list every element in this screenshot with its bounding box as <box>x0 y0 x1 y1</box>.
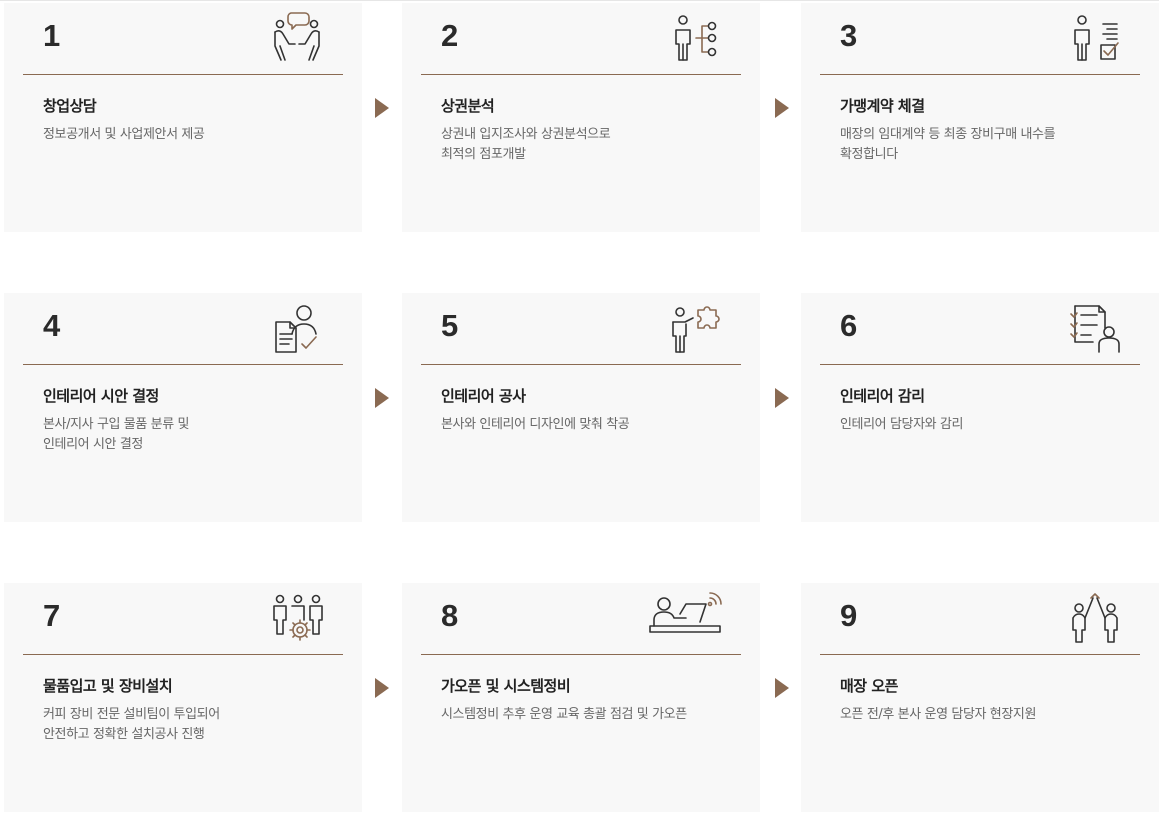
step-number: 3 <box>840 18 858 53</box>
step-card-5: 5 인테리어 공사 본사와 인테리어 디자인에 맞춰 착공 <box>402 293 760 522</box>
step-description: 인테리어 담당자와 감리 <box>840 417 964 432</box>
high-five-icon <box>1067 590 1123 646</box>
next-arrow-icon <box>775 678 789 698</box>
step-card-2: 2 상권분석 상권내 입지조사와 상권분석으로 최적의 점포개발 <box>402 3 760 232</box>
step-title: 물품입고 및 장비설치 <box>43 677 173 695</box>
step-number: 8 <box>441 598 459 633</box>
next-arrow-icon <box>375 388 389 408</box>
step-card-1: 1 창업상담 정보공개서 및 사업제안서 제공 <box>4 3 362 232</box>
step-number: 4 <box>43 308 61 343</box>
analysis-icon <box>668 10 724 66</box>
step-number: 9 <box>840 598 858 633</box>
consultation-icon <box>270 10 326 66</box>
step-number: 5 <box>441 308 459 343</box>
step-divider <box>421 364 741 365</box>
step-number: 2 <box>441 18 459 53</box>
step-card-9: 9 매장 오픈 오픈 전/후 본사 운영 담당자 현장지원 <box>801 583 1159 812</box>
step-title: 인테리어 감리 <box>840 387 925 405</box>
contract-icon <box>1067 10 1123 66</box>
step-title: 인테리어 시안 결정 <box>43 387 159 405</box>
step-divider <box>820 654 1140 655</box>
step-divider <box>23 74 343 75</box>
top-border <box>0 0 1159 1</box>
step-description: 매장의 임대계약 등 최종 장비구매 내수를 확정합니다 <box>840 127 1056 162</box>
step-description: 본사와 인테리어 디자인에 맞춰 착공 <box>441 417 630 432</box>
step-description: 상권내 입지조사와 상권분석으로 최적의 점포개발 <box>441 127 611 162</box>
step-number: 6 <box>840 308 858 343</box>
step-description: 정보공개서 및 사업제안서 제공 <box>43 127 205 142</box>
step-divider <box>820 74 1140 75</box>
step-title: 인테리어 공사 <box>441 387 526 405</box>
step-card-6: 6 인테리어 감리 인테리어 담당자와 감리 <box>801 293 1159 522</box>
step-title: 매장 오픈 <box>840 677 898 695</box>
step-title: 창업상담 <box>43 97 97 115</box>
step-description: 시스템정비 추후 운영 교육 총괄 점검 및 가오픈 <box>441 707 687 722</box>
step-title: 가맹계약 체결 <box>840 97 925 115</box>
step-card-7: 7 물품입고 및 장비설치 커피 장비 전문 설비팀이 투입되어 안전하고 정확… <box>4 583 362 812</box>
next-arrow-icon <box>375 678 389 698</box>
document-person-icon <box>270 300 326 356</box>
next-arrow-icon <box>775 98 789 118</box>
step-title: 상권분석 <box>441 97 495 115</box>
step-number: 7 <box>43 598 61 633</box>
step-divider <box>23 364 343 365</box>
step-description: 오픈 전/후 본사 운영 담당자 현장지원 <box>840 707 1037 722</box>
next-arrow-icon <box>375 98 389 118</box>
step-divider <box>23 654 343 655</box>
checklist-person-icon <box>1067 300 1123 356</box>
step-description: 본사/지사 구입 물품 분류 및 인테리어 시안 결정 <box>43 417 190 452</box>
next-arrow-icon <box>775 388 789 408</box>
step-divider <box>820 364 1140 365</box>
step-title: 가오픈 및 시스템정비 <box>441 677 571 695</box>
step-number: 1 <box>43 18 61 53</box>
laptop-wifi-icon <box>648 590 724 646</box>
puzzle-person-icon <box>668 300 724 356</box>
step-divider <box>421 74 741 75</box>
step-divider <box>421 654 741 655</box>
step-description: 커피 장비 전문 설비팀이 투입되어 안전하고 정확한 설치공사 진행 <box>43 707 220 742</box>
step-card-3: 3 가맹계약 체결 매장의 임대계약 등 최종 장비구매 내수를 확정합니다 <box>801 3 1159 232</box>
step-card-4: 4 인테리어 시안 결정 본사/지사 구입 물품 분류 및 인테리어 시안 결정 <box>4 293 362 522</box>
team-gear-icon <box>270 590 326 646</box>
step-card-8: 8 가오픈 및 시스템정비 시스템정비 추후 운영 교육 총괄 점검 및 가오픈 <box>402 583 760 812</box>
